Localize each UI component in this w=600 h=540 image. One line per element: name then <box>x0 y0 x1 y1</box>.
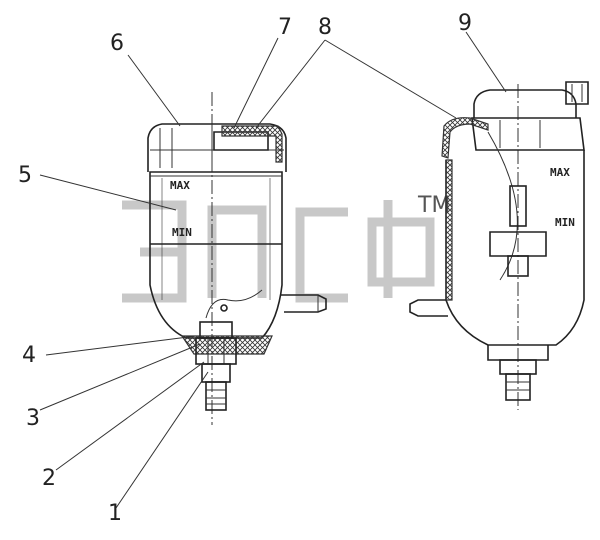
callout-2: 2 <box>42 466 56 491</box>
callout-7: 7 <box>278 15 292 40</box>
leader-6 <box>127 54 181 127</box>
right-cap <box>473 89 577 118</box>
right-cap-connector <box>565 81 589 105</box>
leader-8b <box>324 39 457 119</box>
callout-1: 1 <box>108 501 122 526</box>
right-float <box>489 231 547 257</box>
callout-6: 6 <box>110 31 124 56</box>
left-max-mark: MAX <box>170 179 190 192</box>
left-cap <box>147 123 287 172</box>
leader-5 <box>39 174 177 211</box>
callout-5: 5 <box>18 163 32 188</box>
leader-4 <box>45 335 197 356</box>
callout-9: 9 <box>458 11 472 36</box>
leader-8a <box>255 39 326 129</box>
right-reservoir: MAX MIN <box>409 81 589 410</box>
right-seal-hatched <box>441 117 489 159</box>
callout-4: 4 <box>22 343 36 368</box>
trademark-symbol: TM <box>417 193 450 218</box>
right-float-rod <box>509 185 527 227</box>
left-outlet-nozzle <box>280 294 327 313</box>
leader-2 <box>55 361 205 471</box>
callout-8: 8 <box>318 15 332 40</box>
right-body <box>445 150 585 346</box>
left-cap-seal-hatched <box>221 125 283 163</box>
leader-7 <box>233 37 279 129</box>
leader-lines <box>39 31 507 509</box>
callout-3: 3 <box>26 406 40 431</box>
leader-9 <box>465 31 507 93</box>
right-min-mark: MIN <box>555 216 575 229</box>
left-fitting <box>201 363 231 383</box>
right-outlet-nozzle <box>409 299 448 317</box>
left-stem <box>205 381 227 411</box>
leader-1 <box>115 371 209 509</box>
watermark-logo <box>122 200 435 303</box>
left-reservoir: MAX MIN <box>147 92 327 425</box>
leader-3 <box>39 343 201 411</box>
right-max-mark: MAX <box>550 166 570 179</box>
right-stem <box>505 373 531 401</box>
left-min-mark: MIN <box>172 226 192 239</box>
